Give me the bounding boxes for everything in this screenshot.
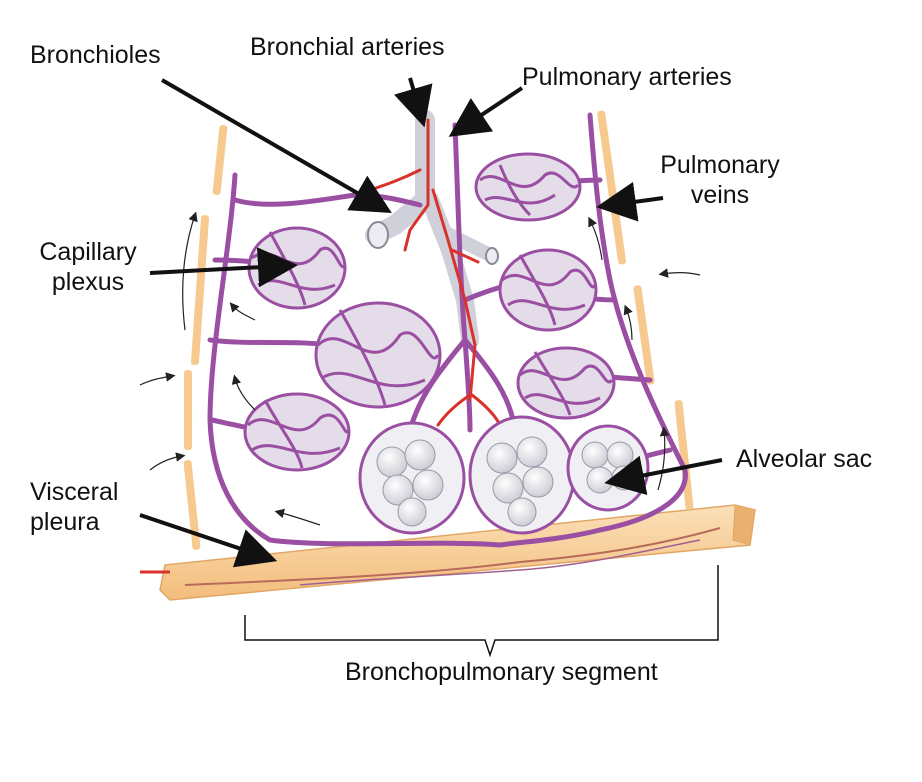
pulmonary-veins-label-line1: Pulmonary	[660, 151, 780, 179]
capillary-cluster	[516, 346, 616, 420]
capillary-cluster	[498, 248, 598, 332]
label-pointers	[139, 77, 723, 568]
capillary-cluster	[243, 392, 351, 472]
alveolar-sac-label: Alveolar sac	[736, 445, 873, 473]
alveolar-sacs	[358, 415, 650, 535]
bronchial-arteries-label: Bronchial arteries	[250, 33, 445, 61]
alveolar-sac-pointer	[604, 455, 723, 496]
segment-bracket	[244, 565, 719, 658]
bronchial-arteries-pointer	[394, 77, 433, 128]
visceral-pleura-label: Visceral pleura	[30, 477, 118, 537]
pulmonary-veins-label-line2: veins	[690, 181, 750, 209]
capillary-plexus-label-line2: plexus	[51, 268, 125, 296]
pulmonary-veins-pointer	[596, 181, 664, 222]
bronchopulmonary-segment-label: Bronchopulmonary segment	[345, 658, 658, 686]
alveolar-sac	[566, 424, 650, 512]
capillary-plexus-label-line1: Capillary	[39, 238, 137, 266]
visceral-pleura-pointer	[139, 513, 278, 568]
alveolar-sac	[468, 415, 576, 535]
pulmonary-arteries-pointer	[448, 86, 524, 137]
visceral-pleura-label-line2: pleura	[30, 508, 100, 536]
bronchioles-pointer	[160, 78, 392, 214]
capillary-cluster	[314, 301, 442, 409]
capillary-plexus-label: Capillary plexus	[28, 237, 148, 297]
bronchioles-label: Bronchioles	[30, 41, 161, 69]
visceral-pleura-label-line1: Visceral	[30, 478, 119, 506]
pulmonary-veins-label: Pulmonary veins	[650, 150, 790, 210]
alveolar-sac	[358, 421, 466, 535]
pulmonary-arteries-label: Pulmonary arteries	[522, 63, 732, 91]
capillary-cluster	[474, 152, 582, 222]
capillary-plexus-pointer	[149, 247, 298, 288]
